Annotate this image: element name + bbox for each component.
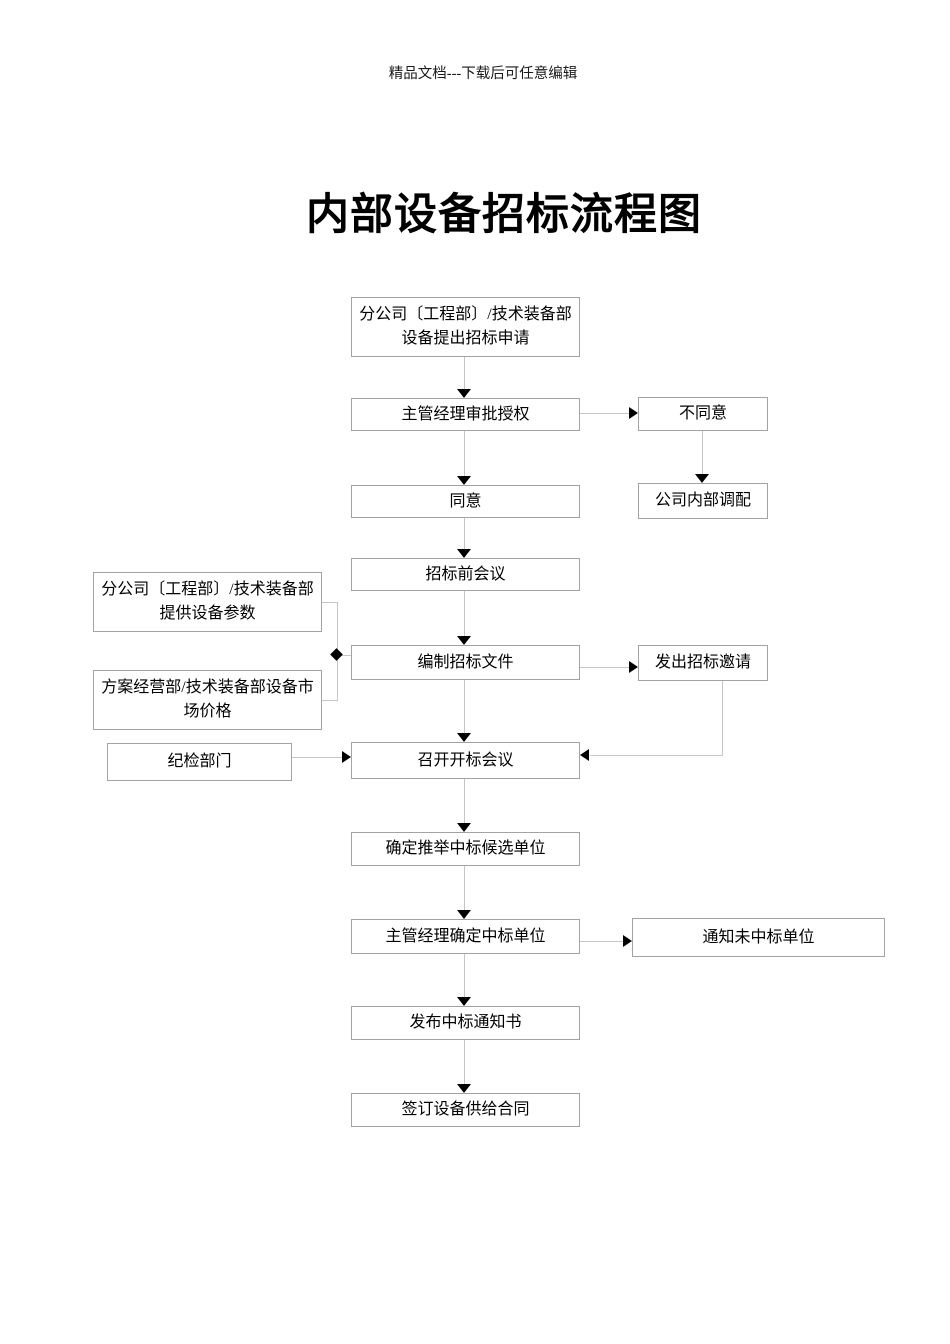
flow-node-disagree: 不同意 — [638, 397, 768, 431]
flow-node-label: 编制招标文件 — [417, 653, 514, 671]
flow-node-request: 分公司〔工程部〕/技术装备部设备提出招标申请 — [351, 297, 580, 357]
arrow-left-icon — [580, 749, 589, 761]
connector-compile-openmeeting — [464, 680, 465, 734]
page-title: 内部设备招标流程图 — [306, 191, 702, 239]
arrow-down-icon — [457, 636, 471, 645]
flow-node-label: 发出招标邀请 — [654, 654, 751, 671]
arrow-right-icon — [629, 661, 638, 673]
arrow-down-icon — [457, 476, 471, 485]
connector-agree-premeeting — [464, 518, 465, 550]
flow-node-invite: 发出招标邀请 — [638, 645, 768, 681]
flow-node-label: 同意 — [449, 492, 482, 510]
header-note: 精品文档---下载后可任意编辑 — [388, 66, 578, 82]
arrow-down-icon — [457, 733, 471, 742]
diamond-arrow-icon — [330, 648, 343, 661]
arrow-down-icon — [457, 1084, 471, 1093]
connector-invite-openmeeting — [590, 755, 723, 756]
flow-node-label: 招标前会议 — [425, 565, 506, 583]
arrow-down-icon — [457, 823, 471, 832]
flow-node-notify: 通知未中标单位 — [632, 918, 885, 957]
connector-params-stub — [322, 602, 338, 603]
flow-node-announce: 发布中标通知书 — [351, 1006, 580, 1040]
connector-premeeting-compile — [464, 591, 465, 637]
arrow-right-icon — [629, 407, 638, 419]
flow-node-label: 召开开标会议 — [417, 751, 514, 769]
flow-node-label: 分公司〔工程部〕/技术装备部设备提出招标申请 — [359, 306, 572, 347]
flow-node-candidates: 确定推举中标候选单位 — [351, 832, 580, 866]
flow-node-pre-meeting: 招标前会议 — [351, 558, 580, 591]
flow-node-params: 分公司〔工程部〕/技术装备部提供设备参数 — [93, 572, 322, 632]
flow-node-discipline: 纪检部门 — [107, 743, 292, 781]
arrow-down-icon — [457, 997, 471, 1006]
flow-node-label: 签订设备供给合同 — [401, 1101, 530, 1118]
connector-approve-disagree — [580, 413, 629, 414]
connector-announce-contract — [464, 1040, 465, 1084]
flow-node-redeploy: 公司内部调配 — [638, 483, 768, 519]
flow-node-approve: 主管经理审批授权 — [351, 398, 580, 431]
connector-request-approve — [464, 357, 465, 390]
connector-approve-agree — [464, 431, 465, 477]
arrow-down-icon — [457, 549, 471, 558]
connector-confirm-notify — [580, 941, 623, 942]
flow-node-label: 通知未中标单位 — [702, 928, 815, 946]
flow-node-compile: 编制招标文件 — [351, 645, 580, 680]
flow-node-contract: 签订设备供给合同 — [351, 1093, 580, 1127]
flow-node-label: 分公司〔工程部〕/技术装备部提供设备参数 — [101, 581, 314, 622]
connector-compile-invite — [580, 667, 629, 668]
connector-disagree-redeploy — [702, 431, 703, 475]
arrow-right-icon — [623, 935, 632, 947]
flow-node-label: 纪检部门 — [167, 753, 232, 770]
flow-node-label: 发布中标通知书 — [409, 1014, 522, 1031]
flow-node-label: 确定推举中标候选单位 — [385, 840, 546, 857]
flow-node-label: 主管经理审批授权 — [401, 405, 530, 423]
connector-marketprice-stub — [322, 700, 338, 701]
connector-confirm-announce — [464, 954, 465, 997]
flow-node-label: 方案经营部/技术装备部设备市场价格 — [101, 679, 314, 720]
flow-node-open-meeting: 召开开标会议 — [351, 742, 580, 779]
arrow-down-icon — [457, 910, 471, 919]
connector-merge-compile — [337, 655, 351, 656]
flow-node-confirm: 主管经理确定中标单位 — [351, 919, 580, 954]
arrow-right-icon — [342, 751, 351, 763]
flow-node-label: 不同意 — [678, 405, 727, 422]
flow-node-agree: 同意 — [351, 485, 580, 518]
flow-node-label: 公司内部调配 — [654, 492, 751, 509]
arrow-down-icon — [695, 474, 709, 483]
connector-invite-down — [722, 681, 723, 756]
connector-candidates-confirm — [464, 866, 465, 910]
connector-openmeeting-candidates — [464, 779, 465, 823]
arrow-down-icon — [457, 389, 471, 398]
flow-node-label: 主管经理确定中标单位 — [385, 927, 546, 945]
connector-discipline-openmeeting — [292, 757, 343, 758]
flow-node-market-price: 方案经营部/技术装备部设备市场价格 — [93, 670, 322, 730]
